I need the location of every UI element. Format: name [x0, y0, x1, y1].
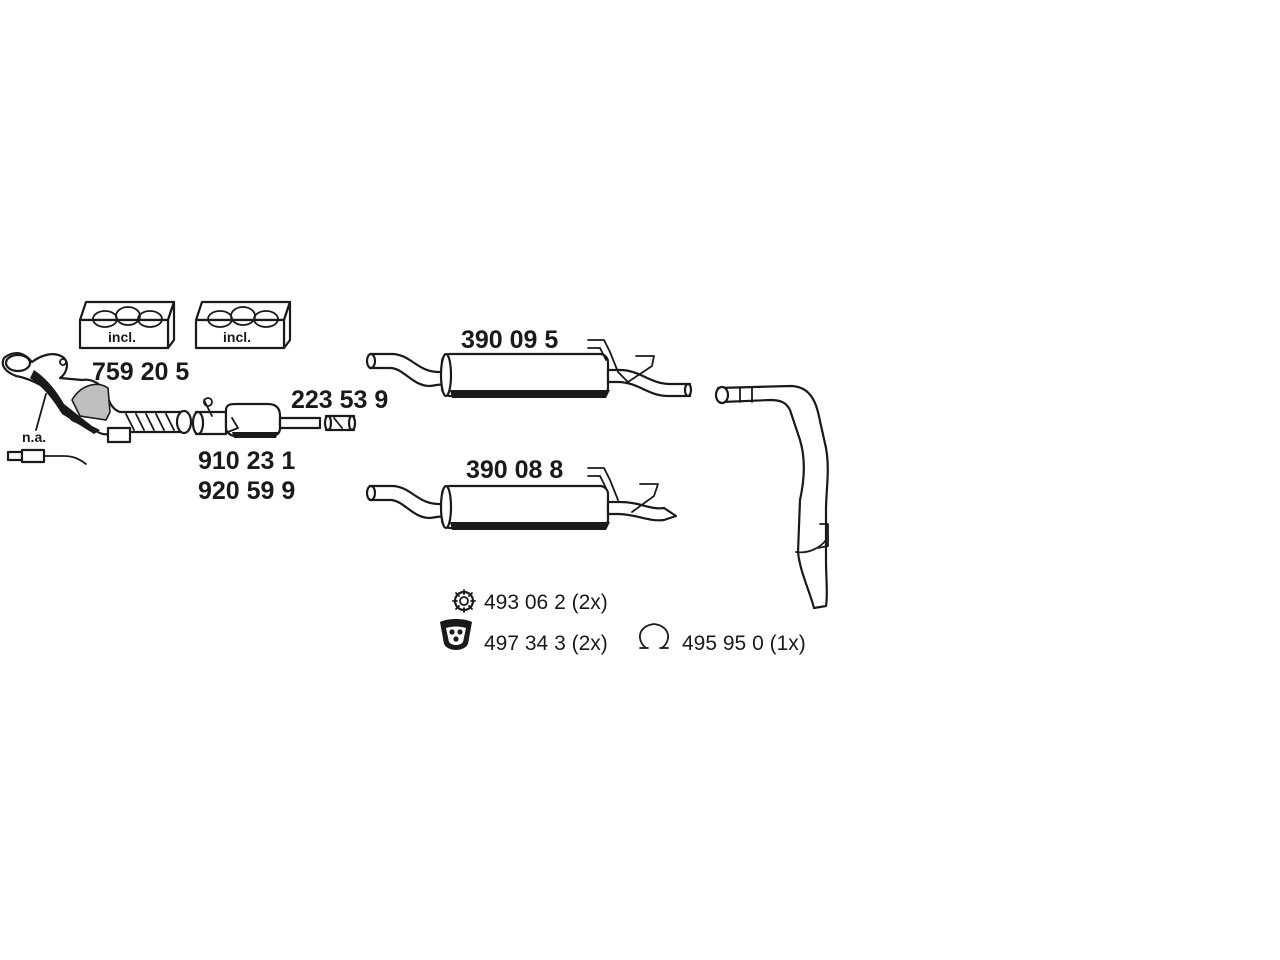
connector-part[interactable]: 223 53 9	[291, 386, 388, 432]
lambda-sensor-part: n.a.	[6, 393, 87, 465]
incl-label-2: incl.	[223, 329, 251, 345]
rear-silencer-upper-part[interactable]: 390 09 5	[365, 326, 693, 398]
gasket-kit-box-2[interactable]: incl.	[194, 300, 292, 350]
front-pipe-number-a: 910 23 1	[198, 447, 295, 475]
tail-pipe-part[interactable]	[714, 384, 829, 610]
hardware-item-star-nut[interactable]: 493 06 2 (2x)	[452, 589, 608, 614]
hardware-number: 497 34 3 (2x)	[484, 632, 608, 655]
star-nut-icon	[452, 589, 476, 613]
clamp-ring-icon	[639, 623, 669, 649]
gasket-kit-box-1[interactable]: incl.	[78, 300, 176, 350]
connector-number: 223 53 9	[291, 386, 388, 414]
not-available-label: n.a.	[22, 429, 46, 445]
incl-label-1: incl.	[108, 329, 136, 345]
hardware-item-rubber-mount[interactable]: 497 34 3 (2x)	[440, 619, 608, 655]
front-pipe-number-b: 920 59 9	[198, 477, 295, 505]
rear-silencer-lower-part[interactable]: 390 08 8	[365, 456, 678, 530]
front-pipe-part[interactable]: 910 23 1 920 59 9	[191, 397, 322, 505]
catalytic-converter-part[interactable]: 759 20 5	[1, 352, 193, 444]
rear-silencer-upper-number: 390 09 5	[461, 326, 558, 354]
hardware-number: 493 06 2 (2x)	[484, 591, 608, 614]
rubber-mount-icon	[440, 619, 472, 650]
hardware-item-clamp-ring[interactable]: 495 95 0 (1x)	[639, 623, 806, 655]
hardware-number: 495 95 0 (1x)	[682, 632, 806, 655]
catalytic-converter-number: 759 20 5	[92, 358, 189, 386]
rear-silencer-lower-number: 390 08 8	[466, 456, 563, 484]
